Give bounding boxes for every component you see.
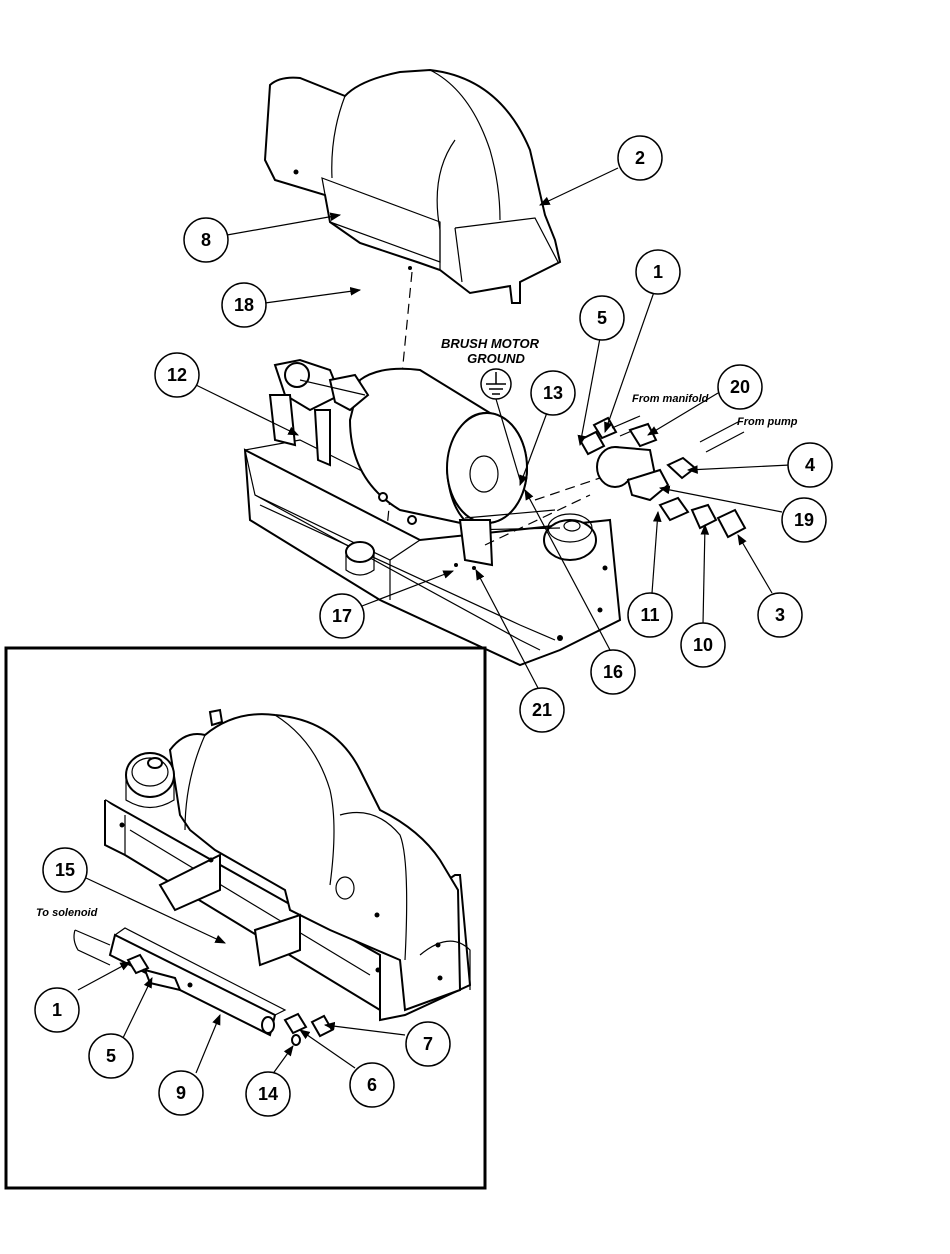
from-manifold-label: From manifold xyxy=(632,393,709,405)
callout-8: 8 xyxy=(184,218,228,262)
callout-11: 11 xyxy=(628,593,672,637)
callout-13: 13 xyxy=(531,371,575,415)
callout-12: 12 xyxy=(155,353,199,397)
from-pump-label: From pump xyxy=(737,416,798,428)
svg-text:14: 14 xyxy=(258,1084,278,1104)
to-solenoid-label: To solenoid xyxy=(36,907,98,919)
svg-text:10: 10 xyxy=(693,635,713,655)
callout-17: 17 xyxy=(320,594,364,638)
svg-text:20: 20 xyxy=(730,377,750,397)
svg-text:17: 17 xyxy=(332,606,352,626)
inset-callout-6: 6 xyxy=(350,1063,394,1107)
svg-text:6: 6 xyxy=(367,1075,377,1095)
callout-2: 2 xyxy=(618,136,662,180)
svg-text:2: 2 xyxy=(635,148,645,168)
inset-callout-9: 9 xyxy=(159,1071,203,1115)
callout-16: 16 xyxy=(591,650,635,694)
callout-1: 1 xyxy=(636,250,680,294)
svg-text:5: 5 xyxy=(597,308,607,328)
callout-20: 20 xyxy=(718,365,762,409)
brush-motor-ground-label-2: GROUND xyxy=(467,351,525,366)
svg-text:16: 16 xyxy=(603,662,623,682)
svg-text:4: 4 xyxy=(805,455,815,475)
brush-cover-drawing xyxy=(265,70,560,303)
svg-text:11: 11 xyxy=(640,605,659,625)
callout-21: 21 xyxy=(520,688,564,732)
svg-text:8: 8 xyxy=(201,230,211,250)
svg-text:7: 7 xyxy=(423,1034,433,1054)
callout-5: 5 xyxy=(580,296,624,340)
callout-19: 19 xyxy=(782,498,826,542)
brush-motor-ground-label-1: BRUSH MOTOR xyxy=(441,336,540,351)
svg-text:12: 12 xyxy=(167,365,187,385)
callout-3: 3 xyxy=(758,593,802,637)
svg-text:9: 9 xyxy=(176,1083,186,1103)
svg-text:21: 21 xyxy=(532,700,552,720)
inset-callout-5: 5 xyxy=(89,1034,133,1078)
svg-text:1: 1 xyxy=(653,262,663,282)
inset-callout-14: 14 xyxy=(246,1072,290,1116)
callout-10: 10 xyxy=(681,623,725,667)
callout-18: 18 xyxy=(222,283,266,327)
inset-callout-1: 1 xyxy=(35,988,79,1032)
svg-text:5: 5 xyxy=(106,1046,116,1066)
svg-text:18: 18 xyxy=(234,295,254,315)
svg-text:19: 19 xyxy=(794,510,814,530)
svg-text:15: 15 xyxy=(55,860,75,880)
inset-callout-7: 7 xyxy=(406,1022,450,1066)
svg-text:1: 1 xyxy=(52,1000,62,1020)
svg-text:3: 3 xyxy=(775,605,785,625)
ground-symbol-icon xyxy=(481,369,511,399)
svg-text:13: 13 xyxy=(543,383,563,403)
inset-callout-15: 15 xyxy=(43,848,87,892)
callout-4: 4 xyxy=(788,443,832,487)
